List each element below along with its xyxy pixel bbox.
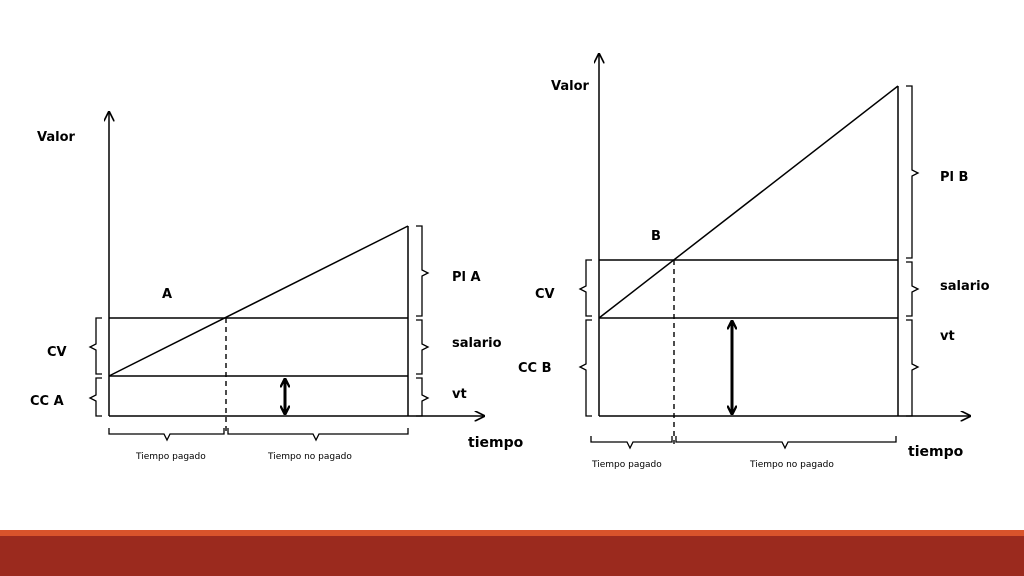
left-pl-label: Pl A bbox=[452, 270, 481, 285]
left-point-label: A bbox=[162, 287, 172, 302]
right-vt-brace bbox=[906, 319, 920, 417]
right-pl-label: Pl B bbox=[940, 170, 968, 185]
right-cv-label: CV bbox=[535, 287, 555, 302]
left-unpaid-time-label: Tiempo no pagado bbox=[267, 452, 352, 462]
right-y-axis-label: Valor bbox=[551, 79, 590, 94]
left-paid-time-label: Tiempo pagado bbox=[135, 452, 206, 462]
right-diagram: Valor tiempo B CV CC B Pl B salario vt T… bbox=[518, 54, 990, 470]
right-unpaid-time-label: Tiempo no pagado bbox=[749, 460, 834, 470]
left-y-axis-label: Valor bbox=[37, 130, 76, 145]
right-cv-brace bbox=[578, 259, 592, 317]
right-unpaid-time-brace bbox=[675, 436, 897, 450]
right-salario-brace bbox=[906, 261, 920, 317]
left-cv-brace bbox=[88, 317, 102, 375]
left-x-axis-label: tiempo bbox=[468, 435, 524, 451]
footer-accent-stripe bbox=[0, 530, 1024, 536]
left-paid-time-brace bbox=[108, 428, 225, 442]
left-cv-label: CV bbox=[47, 345, 67, 360]
right-paid-time-label: Tiempo pagado bbox=[591, 460, 662, 470]
right-cc-brace bbox=[578, 319, 592, 417]
right-cc-label: CC B bbox=[518, 361, 552, 376]
right-pl-brace bbox=[906, 85, 920, 259]
left-cc-brace bbox=[88, 377, 102, 417]
left-diagram: Valor tiempo A CV CC A Pl A salario vt T… bbox=[30, 112, 524, 462]
right-value-line bbox=[598, 85, 899, 319]
left-salario-brace bbox=[416, 319, 430, 375]
left-unpaid-time-brace bbox=[227, 428, 409, 442]
left-value-line bbox=[108, 225, 409, 377]
right-salario-label: salario bbox=[940, 279, 990, 294]
left-cc-label: CC A bbox=[30, 394, 64, 409]
left-vt-brace bbox=[416, 377, 430, 417]
left-pl-brace bbox=[416, 225, 430, 317]
right-x-axis-label: tiempo bbox=[908, 444, 964, 460]
footer-bar bbox=[0, 536, 1024, 576]
left-vt-label: vt bbox=[452, 387, 467, 402]
right-vt-label: vt bbox=[940, 329, 955, 344]
right-paid-time-brace bbox=[590, 436, 673, 450]
left-salario-label: salario bbox=[452, 336, 502, 351]
right-point-label: B bbox=[651, 229, 661, 244]
